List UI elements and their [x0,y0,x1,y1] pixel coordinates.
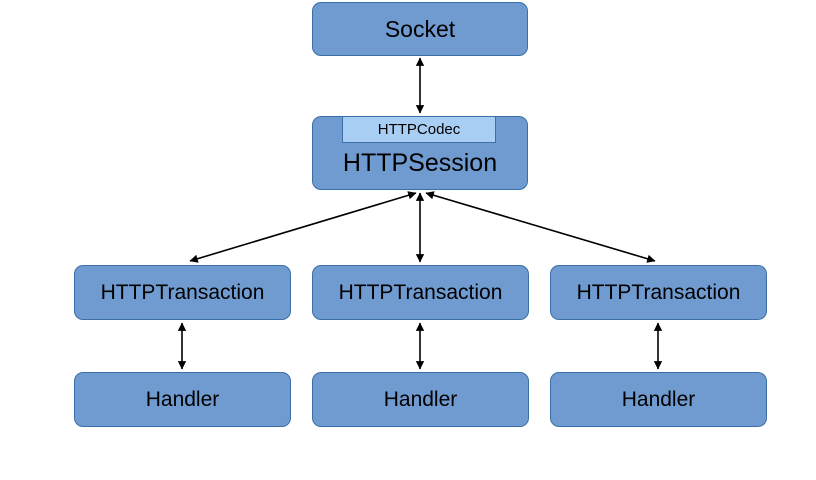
node-httpsession-label: HTTPSession [342,149,498,177]
node-httptransaction-left[interactable]: HTTPTransaction [74,265,291,320]
node-httpsession[interactable]: HTTPCodec HTTPSession [312,116,528,190]
node-socket-label: Socket [384,15,456,42]
node-handler-right-label: Handler [621,388,696,411]
node-httpcodec-label: HTTPCodec [377,121,461,138]
node-httptransaction-right[interactable]: HTTPTransaction [550,265,767,320]
node-handler-center[interactable]: Handler [312,372,529,427]
node-handler-left[interactable]: Handler [74,372,291,427]
node-handler-center-label: Handler [383,388,458,411]
node-httpcodec[interactable]: HTTPCodec [342,116,496,143]
node-handler-left-label: Handler [145,388,220,411]
connector-session-transaction-left [189,191,417,263]
node-httptransaction-center-label: HTTPTransaction [338,281,503,304]
node-httptransaction-right-label: HTTPTransaction [576,281,741,304]
node-socket[interactable]: Socket [312,2,528,56]
node-httptransaction-center[interactable]: HTTPTransaction [312,265,529,320]
node-handler-right[interactable]: Handler [550,372,767,427]
node-httptransaction-left-label: HTTPTransaction [100,281,265,304]
connector-session-transaction-right [425,191,656,263]
